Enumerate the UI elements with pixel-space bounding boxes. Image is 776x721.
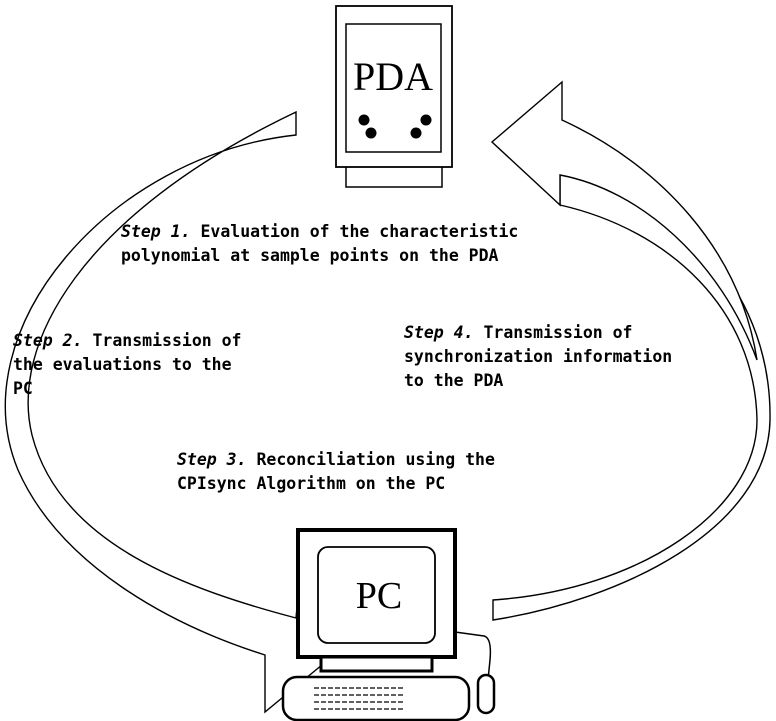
mouse-icon — [476, 673, 496, 715]
pc-stand — [319, 655, 434, 673]
step-2-lead: Step 2. — [13, 331, 83, 350]
step-1-lead: Step 1. — [121, 222, 191, 241]
mouse-cable — [454, 631, 492, 681]
step-2-line3: PC — [13, 379, 33, 398]
pda-base — [345, 165, 443, 188]
pda-button-icon — [420, 114, 432, 126]
pc-screen — [317, 546, 436, 644]
step-3-line2: CPIsync Algorithm on the PC — [177, 474, 446, 493]
step-3-line1: Reconciliation using the — [246, 450, 495, 469]
pc-label: PC — [356, 575, 402, 617]
step-2-text: Step 2. Transmission of the evaluations … — [13, 329, 242, 401]
step-1-text: Step 1. Evaluation of the characteristic… — [121, 220, 518, 268]
step-2-line1: Transmission of — [82, 331, 242, 350]
step-4-line2: synchronization information — [404, 347, 673, 366]
pc-device: PC — [281, 528, 496, 721]
step-2-line2: the evaluations to the — [13, 355, 232, 374]
step-3-text: Step 3. Reconciliation using the CPIsync… — [177, 448, 495, 496]
step-1-line2: polynomial at sample points on the PDA — [121, 246, 499, 265]
pda-label: PDA — [353, 54, 433, 99]
pc-keyboard — [281, 675, 471, 721]
pda-button-icon — [365, 127, 377, 139]
step-4-line3: to the PDA — [404, 371, 504, 390]
pda-button-icon — [358, 114, 370, 126]
pda-button-icon — [410, 127, 422, 139]
step-3-lead: Step 3. — [177, 450, 247, 469]
pda-screen — [345, 23, 442, 153]
right-arrow-head — [490, 80, 758, 361]
step-4-line1: Transmission of — [473, 323, 633, 342]
keyboard-keys — [314, 687, 404, 710]
step-1-line1: Evaluation of the characteristic — [190, 222, 519, 241]
pda-device: PDA — [335, 5, 453, 188]
step-4-text: Step 4. Transmission of synchronization … — [404, 321, 672, 393]
step-4-lead: Step 4. — [404, 323, 474, 342]
left-cycle-arrow — [4, 110, 341, 714]
